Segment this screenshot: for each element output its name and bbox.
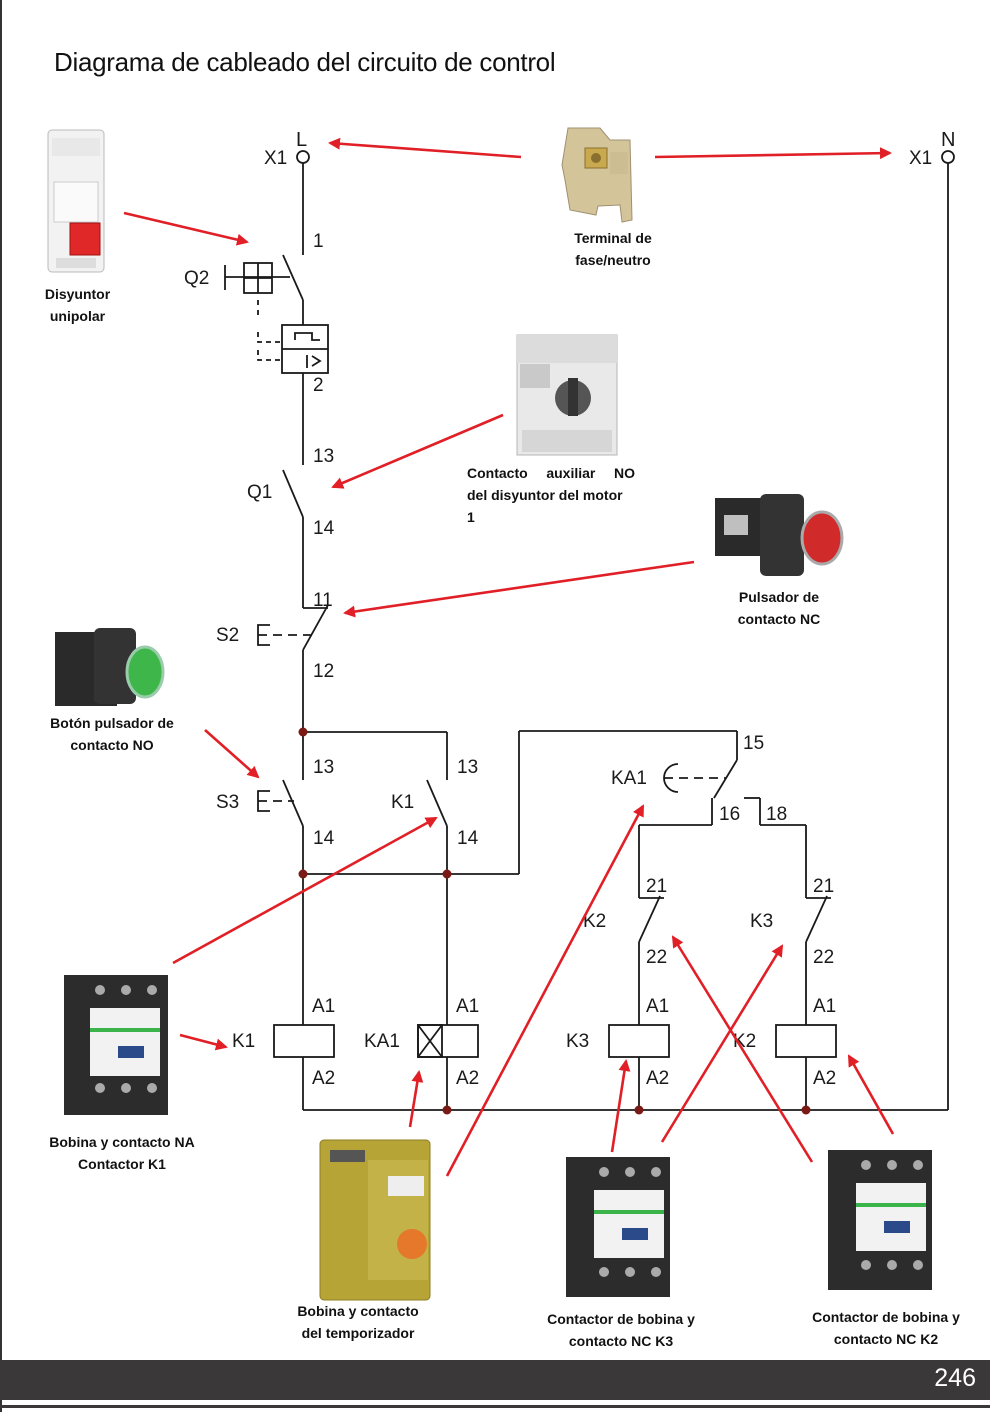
contactor-icon-k2 bbox=[828, 1150, 932, 1290]
k1-contact-label: K1 bbox=[391, 792, 414, 813]
q2-breaker-symbol bbox=[224, 254, 329, 374]
ka1-coil-marker bbox=[417, 1024, 443, 1058]
caption-nc-button: Pulsador de contacto NC bbox=[737, 589, 821, 627]
red-pushbutton-icon bbox=[715, 494, 844, 576]
arrow-k2-contact bbox=[671, 935, 814, 1163]
arrow-timer-coil bbox=[408, 1070, 424, 1128]
page-footer-line bbox=[0, 1405, 990, 1408]
k3-coil-label: K3 bbox=[566, 1031, 589, 1052]
pin-ka1-nc: 16 bbox=[719, 804, 740, 825]
s3-label: S3 bbox=[216, 792, 239, 813]
pin-k2-top: 21 bbox=[646, 876, 667, 897]
pin-k3-a1: A1 bbox=[646, 996, 669, 1017]
pin-k1-a1: A1 bbox=[312, 996, 335, 1017]
pin-k2-a1: A1 bbox=[813, 996, 836, 1017]
arrow-aux-contact bbox=[331, 413, 504, 489]
green-pushbutton-icon bbox=[55, 628, 165, 706]
arrow-timer-contact bbox=[445, 804, 645, 1177]
contactor-icon-k1 bbox=[64, 975, 168, 1115]
k2-coil bbox=[775, 1024, 837, 1058]
pin-s3-bottom: 14 bbox=[313, 828, 335, 849]
q1-contact-symbol bbox=[282, 469, 304, 518]
terminal-l bbox=[296, 150, 310, 164]
x1-label-right: X1 bbox=[909, 148, 932, 169]
breaker-icon bbox=[47, 129, 105, 273]
pin-k1-top: 13 bbox=[457, 757, 478, 778]
arrow-k1-coil bbox=[179, 1033, 228, 1051]
caption-aux-contact: Contacto auxiliar NO del disyuntor del m… bbox=[467, 465, 635, 525]
caption-k2-contactor: Contactor de bobina y contacto NC K2 bbox=[812, 1309, 960, 1347]
pin-k3-bottom: 22 bbox=[813, 947, 834, 968]
contactor-icon-k3 bbox=[566, 1157, 670, 1297]
pin-k2-a2: A2 bbox=[813, 1068, 836, 1089]
k3-contact-label: K3 bbox=[750, 911, 773, 932]
x1-label-left: X1 bbox=[264, 148, 287, 169]
pin-ka1-a1: A1 bbox=[456, 996, 479, 1017]
ka1-contact-symbol bbox=[663, 759, 738, 799]
ka1-contact-label: KA1 bbox=[611, 768, 647, 789]
page-title: Diagrama de cableado del circuito de con… bbox=[54, 47, 556, 77]
s2-label: S2 bbox=[216, 625, 239, 646]
arrow-nc-button bbox=[343, 560, 695, 618]
arrow-k2-coil bbox=[847, 1054, 895, 1135]
caption-k1-contactor: Bobina y contacto NA Contactor K1 bbox=[49, 1134, 195, 1172]
pin-ka1-a2: A2 bbox=[456, 1068, 479, 1089]
pin-s2-top: 11 bbox=[313, 590, 333, 611]
caption-timer: Bobina y contacto del temporizador bbox=[297, 1303, 419, 1341]
page-number: 246 bbox=[934, 1364, 976, 1392]
arrow-k1-contact bbox=[172, 816, 438, 965]
k3-contact-symbol bbox=[805, 880, 831, 943]
phase-label: L bbox=[296, 129, 307, 151]
caption-k3-contactor: Contactor de bobina y contacto NC K3 bbox=[547, 1311, 695, 1349]
motor-breaker-icon bbox=[516, 334, 618, 456]
page-footer-bar bbox=[0, 1360, 990, 1400]
ka1-coil-label: KA1 bbox=[364, 1031, 400, 1052]
arrow-terminal-left bbox=[328, 137, 522, 159]
k1-coil-label: K1 bbox=[232, 1031, 255, 1052]
k3-coil bbox=[608, 1024, 670, 1058]
pin-k3-top: 21 bbox=[813, 876, 834, 897]
caption-no-button: Botón pulsador de contacto NO bbox=[50, 715, 174, 753]
ka1-coil bbox=[417, 1024, 479, 1058]
page-border bbox=[0, 0, 2, 1412]
pin-ka1-no: 18 bbox=[766, 804, 787, 825]
pin-q2-bottom: 2 bbox=[313, 375, 324, 396]
arrow-no-button bbox=[204, 729, 260, 779]
junction-nodes bbox=[298, 727, 811, 1115]
s3-no-symbol bbox=[257, 779, 304, 827]
arrow-k3-coil bbox=[610, 1059, 631, 1153]
k1-contact-symbol bbox=[426, 779, 448, 827]
timer-relay-icon bbox=[319, 1139, 431, 1301]
wires bbox=[302, 163, 949, 1111]
pin-q1-top: 13 bbox=[313, 446, 334, 467]
k2-contact-label: K2 bbox=[583, 911, 606, 932]
pin-ka1-common: 15 bbox=[743, 733, 764, 754]
caption-terminal: Terminal de fase/neutro bbox=[574, 230, 652, 268]
arrow-terminal-right bbox=[654, 147, 892, 160]
pin-s3-top: 13 bbox=[313, 757, 334, 778]
pin-k1-a2: A2 bbox=[312, 1068, 335, 1089]
pin-k3-a2: A2 bbox=[646, 1068, 669, 1089]
pointer-arrows bbox=[123, 137, 895, 1177]
arrow-k3-contact bbox=[660, 944, 784, 1143]
k2-contact-symbol bbox=[638, 880, 664, 943]
s2-nc-symbol bbox=[257, 604, 329, 651]
neutral-label: N bbox=[941, 129, 955, 151]
caption-breaker: Disyuntor unipolar bbox=[44, 286, 111, 324]
pin-k1-bottom: 14 bbox=[457, 828, 479, 849]
k2-coil-label: K2 bbox=[733, 1031, 756, 1052]
terminal-block-icon bbox=[561, 127, 633, 223]
k1-coil bbox=[273, 1024, 335, 1058]
pin-q2-top: 1 bbox=[313, 231, 324, 252]
pin-k2-bottom: 22 bbox=[646, 947, 667, 968]
terminal-n bbox=[941, 150, 955, 164]
pin-s2-bottom: 12 bbox=[313, 661, 334, 682]
q1-label: Q1 bbox=[247, 482, 272, 503]
arrow-breaker bbox=[123, 211, 249, 246]
pin-q1-bottom: 14 bbox=[313, 518, 335, 539]
q2-label: Q2 bbox=[184, 268, 209, 289]
